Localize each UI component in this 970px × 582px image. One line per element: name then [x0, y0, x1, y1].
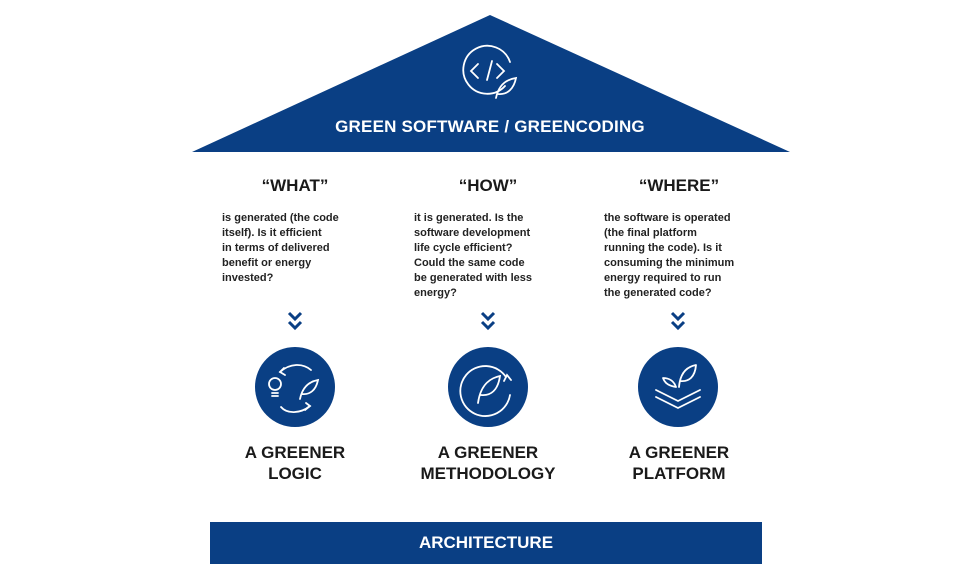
methodology-circle	[448, 347, 528, 427]
code-leaf-icon	[462, 44, 518, 99]
label-line-1: A GREENER	[628, 443, 730, 462]
roof-triangle	[192, 15, 790, 152]
methodology-label: A GREENER METHODOLOGY	[393, 442, 583, 484]
platform-circle	[638, 347, 718, 427]
how-text: it is generated. Is the software develop…	[414, 212, 532, 299]
logic-label: A GREENER LOGIC	[200, 442, 390, 484]
leaf-cycle-icon	[459, 365, 512, 417]
label-line-1: A GREENER	[437, 443, 539, 462]
label-line-2: METHODOLOGY	[420, 464, 556, 483]
label-line-2: PLATFORM	[632, 464, 726, 483]
where-heading: “WHERE”	[638, 176, 720, 195]
what-text: is generated (the code itself). Is it ef…	[222, 212, 339, 284]
where-text: the software is operated (the final plat…	[604, 212, 735, 299]
chevron-down-icon	[287, 311, 303, 331]
label-line-1: A GREENER	[244, 443, 346, 462]
architecture-label: ARCHITECTURE	[418, 533, 554, 552]
how-heading: “HOW”	[458, 176, 518, 195]
what-heading: “WHAT”	[261, 176, 329, 195]
architecture-base: ARCHITECTURE	[210, 522, 762, 564]
roof-title: GREEN SOFTWARE / GREENCODING	[335, 117, 645, 136]
chevron-down-icon	[670, 311, 686, 331]
platform-label: A GREENER PLATFORM	[584, 442, 774, 484]
chevron-down-icon	[480, 311, 496, 331]
bulb-leaf-cycle-icon	[268, 364, 320, 414]
label-line-2: LOGIC	[268, 464, 322, 483]
logic-circle	[255, 347, 335, 427]
layers-sprout-icon	[655, 364, 701, 409]
